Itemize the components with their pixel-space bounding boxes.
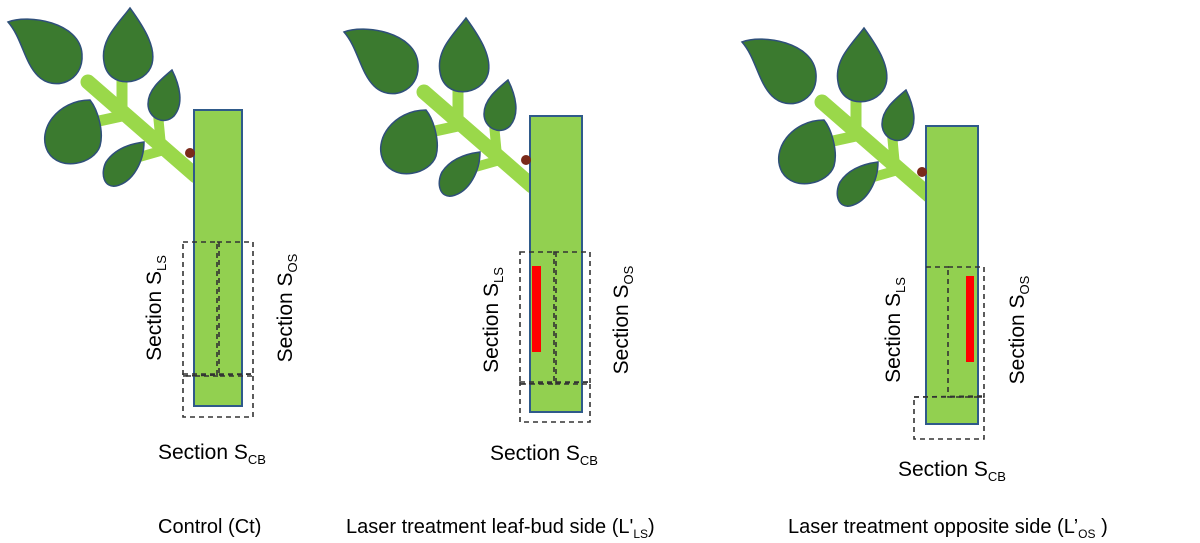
stem (193, 109, 243, 407)
section-ls-box (519, 251, 557, 385)
section-cb-box (519, 381, 591, 423)
leaf (438, 16, 490, 93)
axillary-bud (521, 155, 531, 165)
section-cb-label: Section SCB (490, 442, 598, 468)
section-os-label: Section SOS (274, 253, 300, 362)
section-cb-box (182, 373, 254, 418)
leaf (438, 151, 481, 197)
section-os-box (553, 251, 591, 385)
leaf (836, 26, 888, 103)
laser-mark (532, 266, 541, 352)
panel-control: Section SLS Section SOS Section SCB Cont… (6, 6, 300, 538)
section-divider (913, 395, 985, 398)
leaf (483, 78, 517, 132)
section-boxes (519, 251, 591, 423)
panel-caption: Control (Ct) (158, 516, 261, 538)
section-ls-label: Section SLS (143, 255, 169, 361)
section-os-box (947, 266, 985, 398)
axillary-bud (917, 167, 927, 177)
laser-mark (966, 276, 974, 362)
section-os-label: Section SOS (610, 265, 636, 374)
section-divider (182, 373, 254, 377)
leaf (102, 141, 145, 187)
section-divider (519, 381, 591, 385)
leaf (881, 88, 915, 142)
leaf (777, 119, 836, 185)
section-os-box (216, 241, 254, 377)
section-os-label: Section SOS (1006, 275, 1032, 384)
section-ls-label: Section SLS (882, 277, 908, 383)
stem (925, 125, 979, 425)
leaf (6, 18, 83, 85)
leaf (43, 99, 102, 165)
panel-laser-opposite-side: Section SLS Section SOS Section SCB Lase… (740, 26, 1108, 541)
section-boxes (182, 241, 254, 418)
leaf (740, 38, 817, 105)
plant-shoot (6, 6, 243, 407)
plant-shoot (740, 26, 979, 425)
axillary-bud (185, 148, 195, 158)
plant-shoot (342, 16, 583, 413)
section-ls-label: Section SLS (480, 267, 506, 373)
section-boxes (913, 266, 985, 440)
leaf (147, 68, 181, 122)
section-ls-box (182, 241, 220, 377)
leaf (102, 6, 154, 83)
section-cb-label: Section SCB (898, 458, 1006, 484)
leaf (379, 109, 438, 175)
panel-laser-leaf-bud-side: Section SLS Section SOS Section SCB Lase… (342, 16, 655, 541)
panel-caption: Laser treatment leaf-bud side (L'LS) (346, 516, 655, 541)
panel-caption: Laser treatment opposite side (L’OS ) (788, 516, 1108, 541)
section-cb-box (913, 396, 985, 440)
leaf (342, 28, 419, 95)
leaf (836, 161, 879, 207)
section-cb-label: Section SCB (158, 441, 266, 467)
